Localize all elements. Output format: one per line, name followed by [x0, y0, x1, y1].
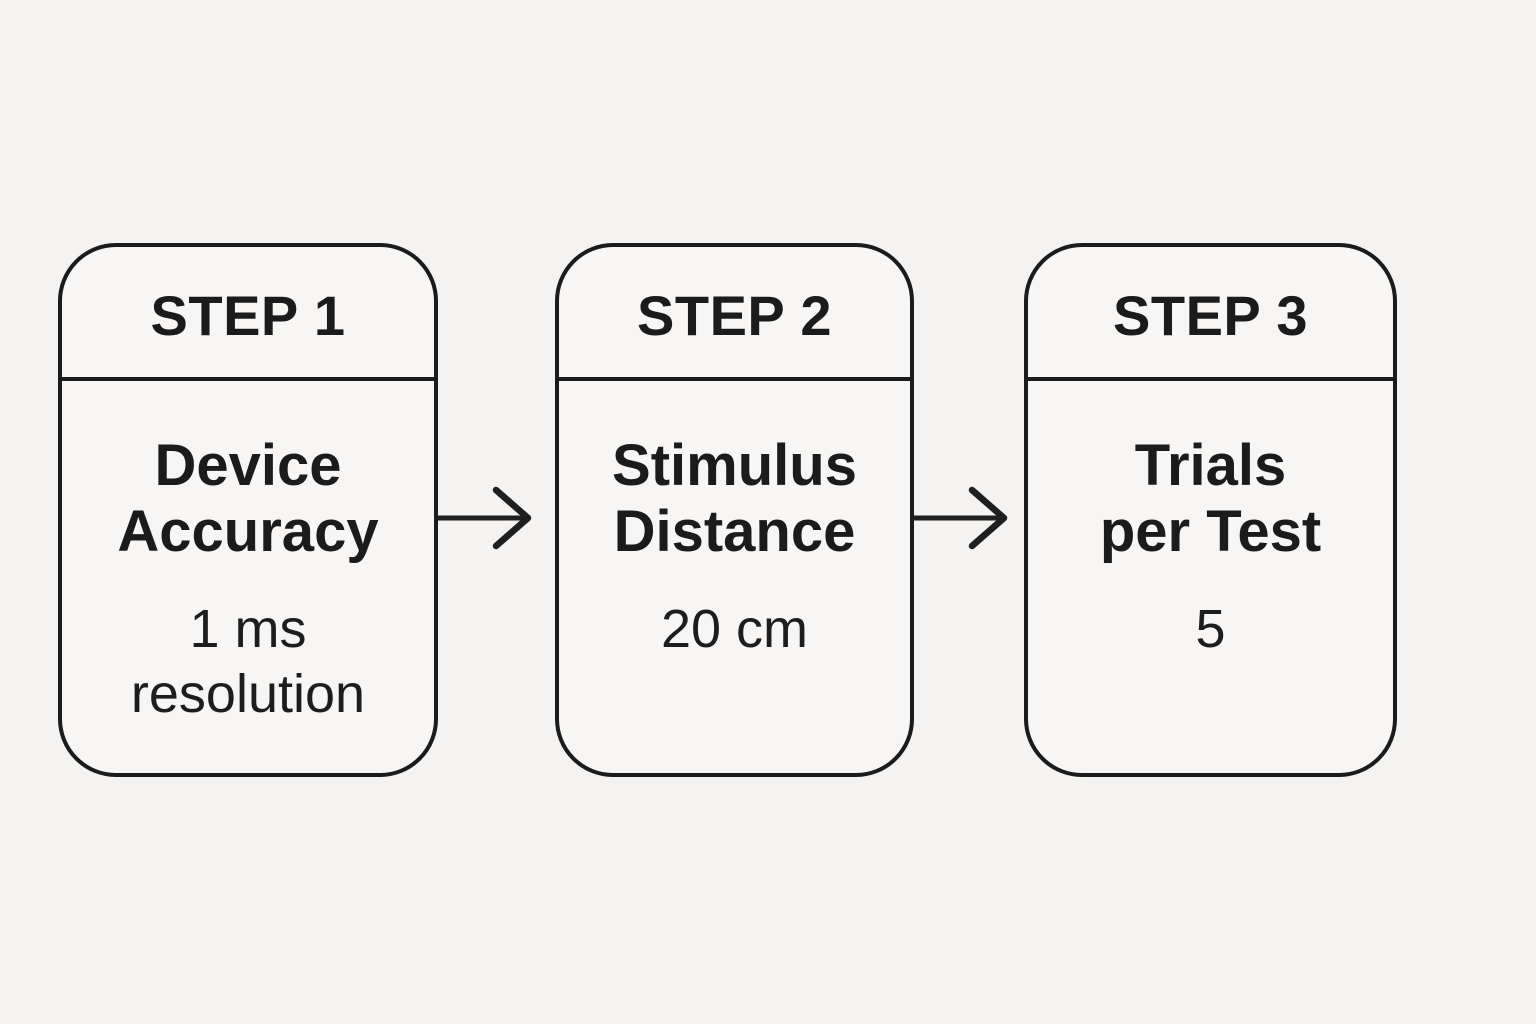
step-title: Trials per Test [1100, 433, 1321, 565]
step-body: Trials per Test 5 [1028, 381, 1393, 773]
step-value: 1 ms resolution [131, 597, 365, 727]
step-value-line: 20 cm [660, 599, 809, 659]
step-label: STEP 3 [1113, 283, 1308, 347]
step-value-line: resolution [130, 664, 366, 724]
step-title: Device Accuracy [117, 433, 378, 565]
step-value-line: 1 ms [189, 599, 307, 659]
step-header: STEP 1 [62, 247, 434, 381]
arrow-right-icon [912, 486, 1008, 550]
step-value: 5 [1195, 597, 1225, 662]
step-header: STEP 3 [1028, 247, 1393, 381]
step-title-line: Stimulus [612, 433, 857, 498]
step-label: STEP 1 [150, 283, 346, 347]
step-title-line: Distance [613, 499, 856, 564]
step-label: STEP 2 [637, 283, 832, 347]
step-title-line: Accuracy [117, 499, 379, 564]
step-title-line: per Test [1099, 499, 1322, 564]
step-card-1: STEP 1 Device Accuracy 1 ms resolution [58, 243, 438, 777]
step-value: 20 cm [661, 597, 808, 662]
step-title-line: Device [154, 433, 342, 498]
step-card-3: STEP 3 Trials per Test 5 [1024, 243, 1397, 777]
step-card-2: STEP 2 Stimulus Distance 20 cm [555, 243, 914, 777]
step-header: STEP 2 [559, 247, 910, 381]
step-title: Stimulus Distance [612, 433, 857, 565]
step-body: Device Accuracy 1 ms resolution [62, 381, 434, 773]
arrow-right-icon [436, 486, 532, 550]
step-title-line: Trials [1134, 433, 1287, 498]
step-body: Stimulus Distance 20 cm [559, 381, 910, 773]
step-value-line: 5 [1195, 599, 1226, 659]
